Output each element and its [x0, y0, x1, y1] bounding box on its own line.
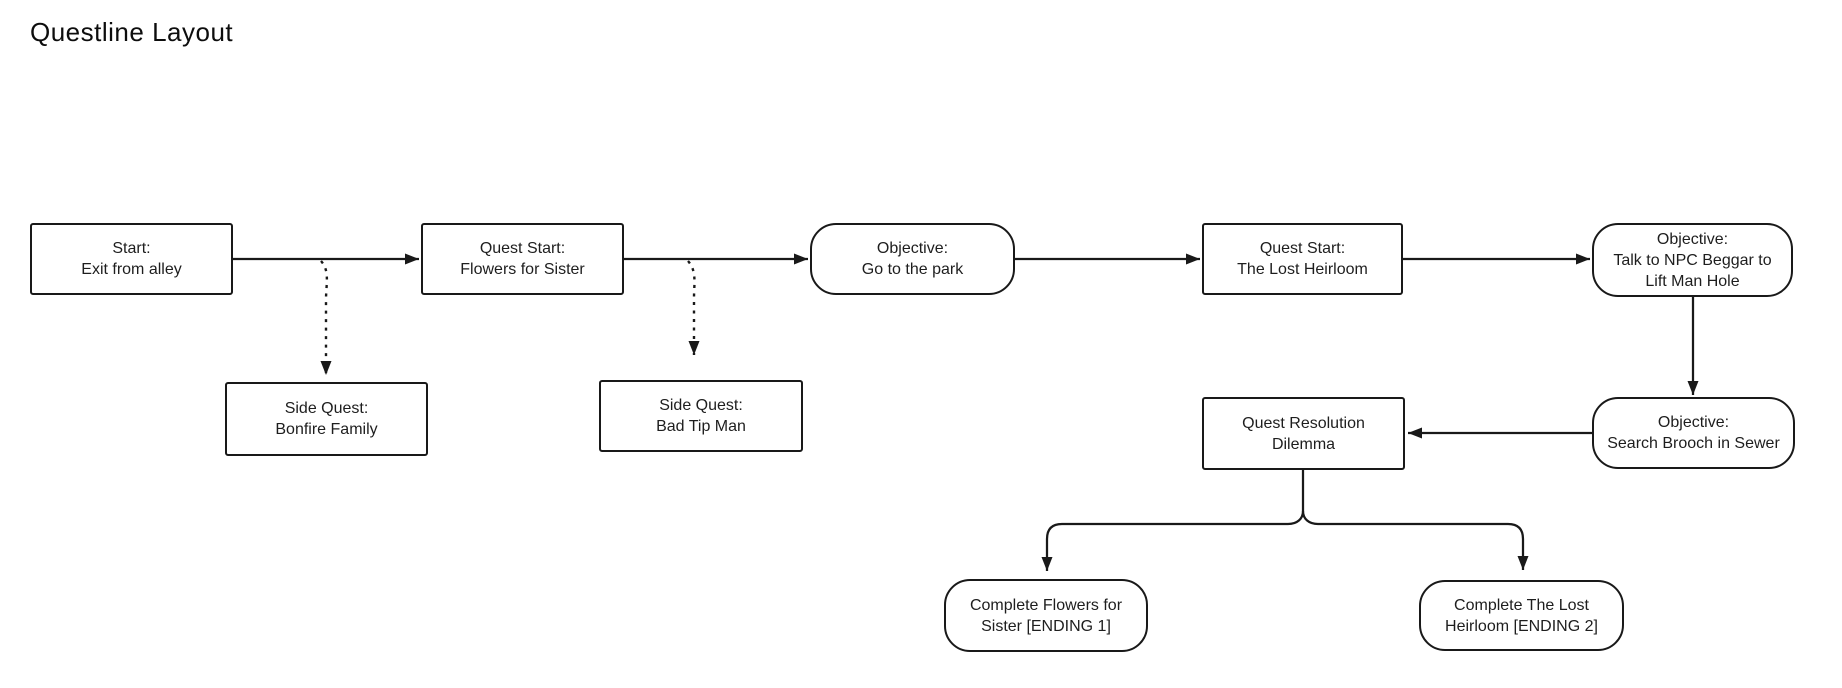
edge-start-to-bonfire-dashed[interactable]: [320, 260, 332, 375]
node-label-line: Search Brooch in Sewer: [1607, 435, 1780, 452]
node-label-line: Flowers for Sister: [460, 261, 585, 278]
node-label-line: The Lost Heirloom: [1237, 261, 1368, 278]
node-label-line: Complete Flowers for: [969, 596, 1123, 614]
page-title[interactable]: Questline Layout: [30, 17, 234, 47]
node-label-line: Talk to NPC Beggar to: [1613, 251, 1772, 269]
node-label-line: Start:: [112, 240, 151, 257]
node-label-line: Objective:: [876, 240, 949, 257]
node-label-line: Bad Tip Man: [656, 418, 746, 435]
node-ending-1[interactable]: Complete Flowers for Sister [ENDING 1]: [944, 579, 1148, 652]
node-ending-2[interactable]: Complete The Lost Heirloom [ENDING 2]: [1419, 580, 1624, 651]
node-label-line: Side Quest:: [659, 397, 743, 414]
node-objective-beggar[interactable]: Objective: Talk to NPC Beggar to Lift Ma…: [1592, 223, 1793, 297]
node-label-line: Objective:: [1656, 230, 1729, 248]
node-label-line: Heirloom [ENDING 2]: [1445, 617, 1598, 635]
node-label-line: Objective:: [1657, 414, 1730, 431]
node-objective-park[interactable]: Objective: Go to the park: [810, 223, 1015, 295]
node-label-line: Quest Start:: [479, 240, 566, 257]
node-side-quest-bonfire[interactable]: Side Quest: Bonfire Family: [225, 382, 428, 456]
node-start[interactable]: Start: Exit from alley: [30, 223, 233, 295]
node-label-line: Quest Start:: [1259, 240, 1346, 257]
node-label-line: Side Quest:: [284, 400, 369, 417]
node-objective-brooch[interactable]: Objective: Search Brooch in Sewer: [1592, 397, 1795, 469]
node-label-line: Quest Resolution: [1242, 414, 1365, 432]
node-label-line: Lift Man Hole: [1645, 272, 1740, 290]
node-side-quest-badtip[interactable]: Side Quest: Bad Tip Man: [599, 380, 803, 452]
node-label-line: Sister [ENDING 1]: [981, 617, 1111, 635]
node-quest-start-flowers[interactable]: Quest Start: Flowers for Sister: [421, 223, 624, 295]
node-label-line: Go to the park: [861, 261, 964, 278]
node-label-line: Bonfire Family: [275, 421, 378, 438]
node-label-line: Complete The Lost: [1454, 596, 1589, 614]
edge-flowers-to-badtip-dashed[interactable]: [687, 260, 700, 355]
node-quest-start-heirloom[interactable]: Quest Start: The Lost Heirloom: [1202, 223, 1403, 295]
edge-resolution-to-ending2[interactable]: [1301, 510, 1529, 570]
node-quest-resolution[interactable]: Quest Resolution Dilemma: [1202, 397, 1405, 470]
node-label-line: Dilemma: [1271, 435, 1336, 453]
edge-resolution-to-ending1[interactable]: [1041, 510, 1305, 571]
node-label-line: Exit from alley: [81, 261, 182, 278]
